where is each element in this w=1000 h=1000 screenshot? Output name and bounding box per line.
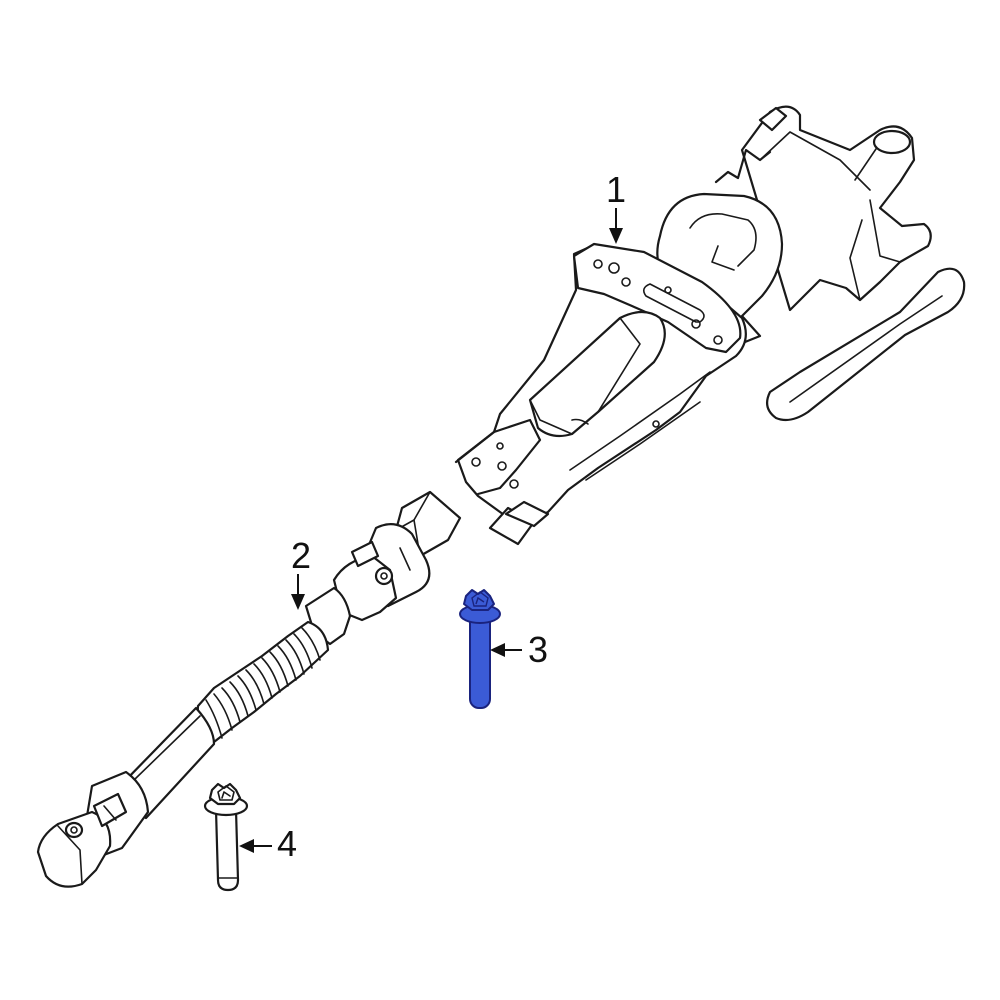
- callout-2-arrowhead: [291, 594, 305, 610]
- part-2-intermediate-shaft[interactable]: [36, 490, 462, 888]
- part-3-bolt-highlighted[interactable]: [459, 589, 501, 709]
- callout-2[interactable]: 2: [291, 535, 311, 610]
- part-1-steering-column[interactable]: [454, 105, 966, 546]
- callout-1-arrowhead: [609, 228, 623, 244]
- callout-1[interactable]: 1: [606, 169, 626, 244]
- callout-4[interactable]: 4: [239, 823, 297, 864]
- callout-3[interactable]: 3: [490, 629, 548, 670]
- callout-3-label: 3: [528, 629, 548, 670]
- callout-2-label: 2: [291, 535, 311, 576]
- callout-3-arrowhead: [490, 643, 505, 657]
- callout-4-label: 4: [277, 823, 297, 864]
- part-4-bolt[interactable]: [203, 782, 249, 892]
- callout-1-label: 1: [606, 169, 626, 210]
- callout-4-arrowhead: [239, 839, 254, 853]
